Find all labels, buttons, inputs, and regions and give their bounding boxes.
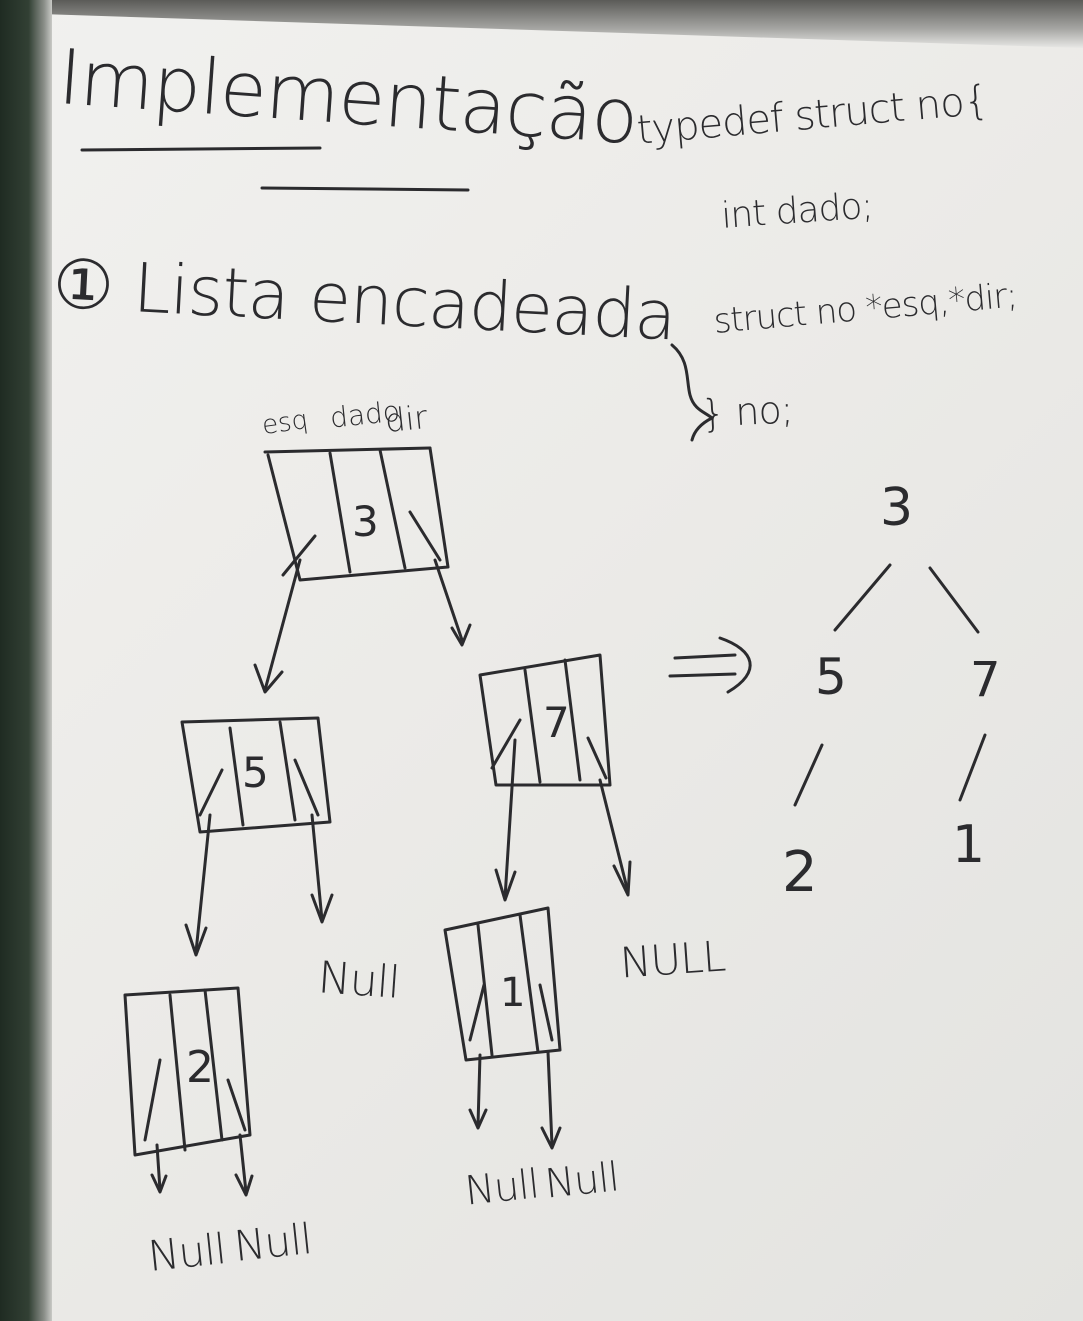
node-1-right-arrow bbox=[546, 1050, 554, 1147]
node-7-left-arrow bbox=[503, 738, 517, 900]
node-1-right-slash bbox=[538, 983, 554, 1042]
node-2-divider-1 bbox=[168, 993, 187, 1152]
node-2-right-slash bbox=[226, 1078, 247, 1132]
node-2-left-arrowhead bbox=[150, 1173, 168, 1194]
node-5-left-arrowhead bbox=[184, 923, 208, 957]
root-left-slash bbox=[281, 534, 317, 577]
root-node-divider-1 bbox=[328, 451, 352, 574]
title-underline-2 bbox=[260, 186, 470, 192]
null-label: Null bbox=[231, 1214, 314, 1271]
node-2-right-arrow bbox=[238, 1133, 248, 1194]
node-1-divider-1 bbox=[476, 923, 494, 1057]
tree-edge-3-7 bbox=[928, 566, 980, 634]
tree-node-left: 5 bbox=[815, 648, 847, 706]
node-7-right-arrowhead bbox=[612, 860, 632, 897]
node-7-right-slash bbox=[586, 736, 608, 780]
node-7-left-slash bbox=[490, 718, 522, 770]
tree-node-right-child: 1 bbox=[952, 815, 986, 875]
null-label: Null bbox=[462, 1161, 541, 1215]
node-1-divider-2 bbox=[518, 913, 540, 1054]
node-1-box bbox=[443, 906, 562, 1062]
node-value-left: 5 bbox=[242, 748, 269, 797]
node-2-right-arrowhead bbox=[234, 1173, 254, 1197]
node-1-left-slash bbox=[468, 983, 486, 1042]
implies-line-top bbox=[673, 653, 737, 660]
node-7-divider-1 bbox=[523, 668, 542, 784]
code-line-4: } no; bbox=[700, 387, 794, 436]
node-7-right-arrow bbox=[598, 778, 630, 894]
root-right-slash bbox=[408, 510, 442, 562]
tree-edge-7-1 bbox=[958, 733, 987, 802]
node-5-divider-2 bbox=[278, 720, 297, 822]
code-brace bbox=[670, 343, 714, 442]
node-5-box bbox=[180, 716, 332, 834]
node-2-box bbox=[123, 986, 252, 1157]
root-right-arrow bbox=[433, 558, 464, 642]
node-7-box bbox=[478, 653, 612, 787]
title-underline-1 bbox=[80, 146, 322, 152]
null-label: NULL bbox=[618, 931, 727, 988]
whiteboard-frame-left bbox=[0, 0, 52, 1321]
root-node-divider-2 bbox=[378, 448, 407, 570]
node-value-right: 7 bbox=[543, 698, 570, 747]
tree-node-root: 3 bbox=[880, 478, 914, 538]
node-5-left-arrow bbox=[194, 813, 212, 954]
tree-node-left-child: 2 bbox=[782, 840, 818, 905]
node-5-right-arrowhead bbox=[310, 893, 334, 924]
root-left-arrow bbox=[263, 558, 302, 692]
field-label-dir: dir bbox=[383, 397, 430, 441]
node-1-left-arrow bbox=[476, 1053, 482, 1127]
node-1-right-arrowhead bbox=[540, 1126, 562, 1150]
null-label: Null bbox=[316, 952, 401, 1009]
null-label: Null bbox=[145, 1224, 228, 1281]
root-left-arrowhead bbox=[253, 663, 284, 694]
root-node-box bbox=[266, 446, 450, 582]
tree-edge-5-2 bbox=[793, 743, 824, 807]
root-right-arrowhead bbox=[450, 623, 472, 647]
node-2-left-slash bbox=[143, 1058, 162, 1142]
tree-edge-3-5 bbox=[833, 563, 892, 632]
implies-head bbox=[718, 636, 752, 694]
field-label-esq: esq bbox=[260, 404, 310, 442]
node-2-divider-2 bbox=[203, 988, 224, 1142]
root-label-line bbox=[263, 446, 432, 454]
node-value-right-left: 1 bbox=[500, 970, 526, 1016]
node-value-root: 3 bbox=[352, 497, 379, 546]
node-7-left-arrowhead bbox=[494, 868, 517, 902]
node-5-right-arrow bbox=[310, 813, 324, 922]
node-5-left-slash bbox=[198, 768, 224, 817]
node-5-divider-1 bbox=[228, 726, 245, 827]
node-2-left-arrow bbox=[155, 1143, 162, 1192]
tree-node-right: 7 bbox=[970, 652, 1001, 708]
node-7-divider-2 bbox=[563, 658, 582, 782]
node-value-left-left: 2 bbox=[186, 1042, 214, 1093]
node-5-right-slash bbox=[293, 758, 320, 817]
node-1-left-arrowhead bbox=[468, 1108, 488, 1130]
implies-line-bottom bbox=[668, 672, 737, 678]
null-label: Null bbox=[542, 1154, 621, 1208]
